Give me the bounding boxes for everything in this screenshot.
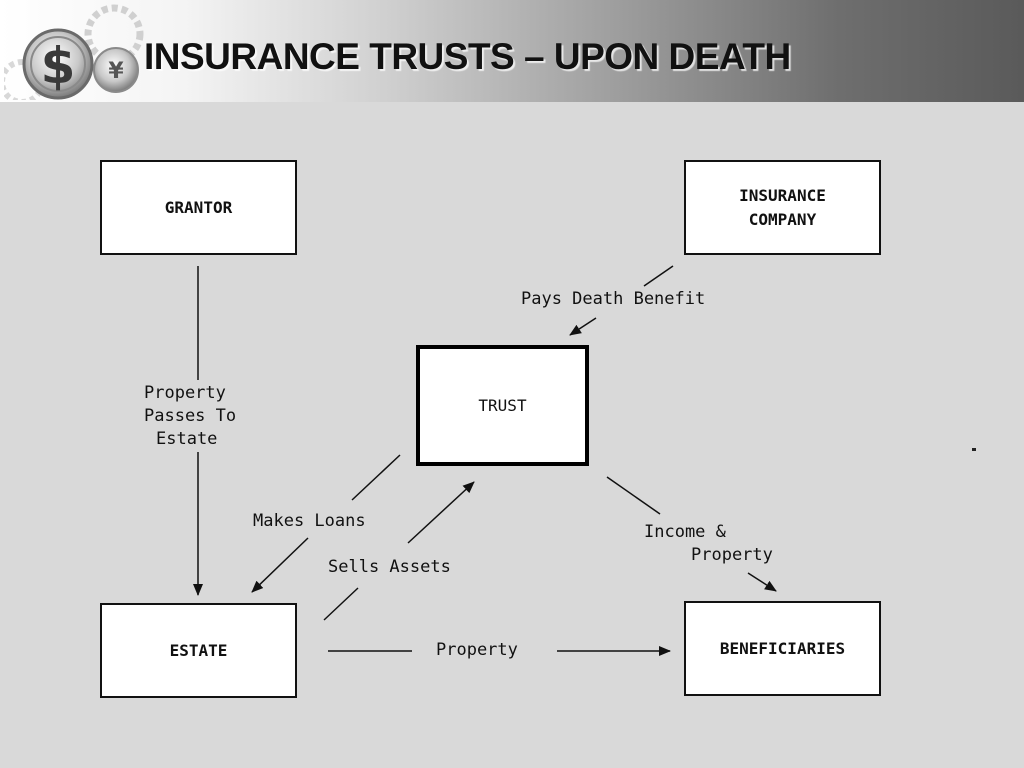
diagram-connectors	[193, 265, 777, 656]
grantor-box: GRANTOR	[100, 160, 297, 255]
income-property-line2: Property	[691, 545, 773, 565]
sells-assets-label: Sells Assets	[328, 557, 451, 577]
pays-death-benefit-label: Pays Death Benefit	[521, 289, 706, 309]
trust-label: TRUST	[478, 395, 527, 415]
arrow-sells-assets-to-trust	[407, 481, 475, 544]
grantor-label: GRANTOR	[164, 197, 233, 217]
income-property-line1: Income &	[644, 522, 726, 542]
slide-header: ¥ $ INSURANCE TRUSTS – UPON DEATH	[0, 0, 1024, 102]
svg-text:¥: ¥	[108, 59, 124, 84]
insurance-company-box: INSURANCE COMPANY	[684, 160, 881, 255]
beneficiaries-box: BENEFICIARIES	[684, 601, 881, 696]
property-label: Property	[436, 640, 518, 660]
estate-label: ESTATE	[169, 640, 228, 660]
makes-loans-label: Makes Loans	[253, 511, 366, 531]
decorative-dot	[972, 448, 976, 451]
property-passes-to-estate-label: Property Passes To Estate	[144, 382, 236, 451]
estate-box: ESTATE	[100, 603, 297, 698]
property-passes-line2: Passes To	[144, 406, 237, 426]
property-passes-line3: Estate	[156, 429, 218, 449]
property-passes-line1: Property	[144, 383, 226, 403]
arrow-income-to-beneficiaries	[747, 572, 777, 592]
svg-text:$: $	[41, 37, 76, 95]
slide-title: INSURANCE TRUSTS – UPON DEATH	[144, 36, 791, 77]
income-property-label: Income & Property	[644, 521, 773, 567]
arrow-insurance-segment	[643, 265, 674, 287]
arrow-sells-assets-segment	[323, 587, 359, 621]
arrow-makes-loans-segment	[351, 454, 401, 501]
insurance-label-line2: COMPANY	[748, 209, 817, 229]
trust-box: TRUST	[416, 345, 589, 466]
arrow-income-segment	[606, 476, 661, 515]
arrow-makes-loans-to-estate	[251, 537, 309, 593]
dollar-coin-gears-icon: ¥ $	[4, 4, 144, 100]
arrow-insurance-to-trust	[569, 317, 597, 336]
insurance-trust-diagram: GRANTOR INSURANCE COMPANY TRUST ESTATE B…	[0, 102, 1024, 768]
beneficiaries-label: BENEFICIARIES	[719, 638, 846, 658]
insurance-label-line1: INSURANCE	[739, 185, 826, 205]
